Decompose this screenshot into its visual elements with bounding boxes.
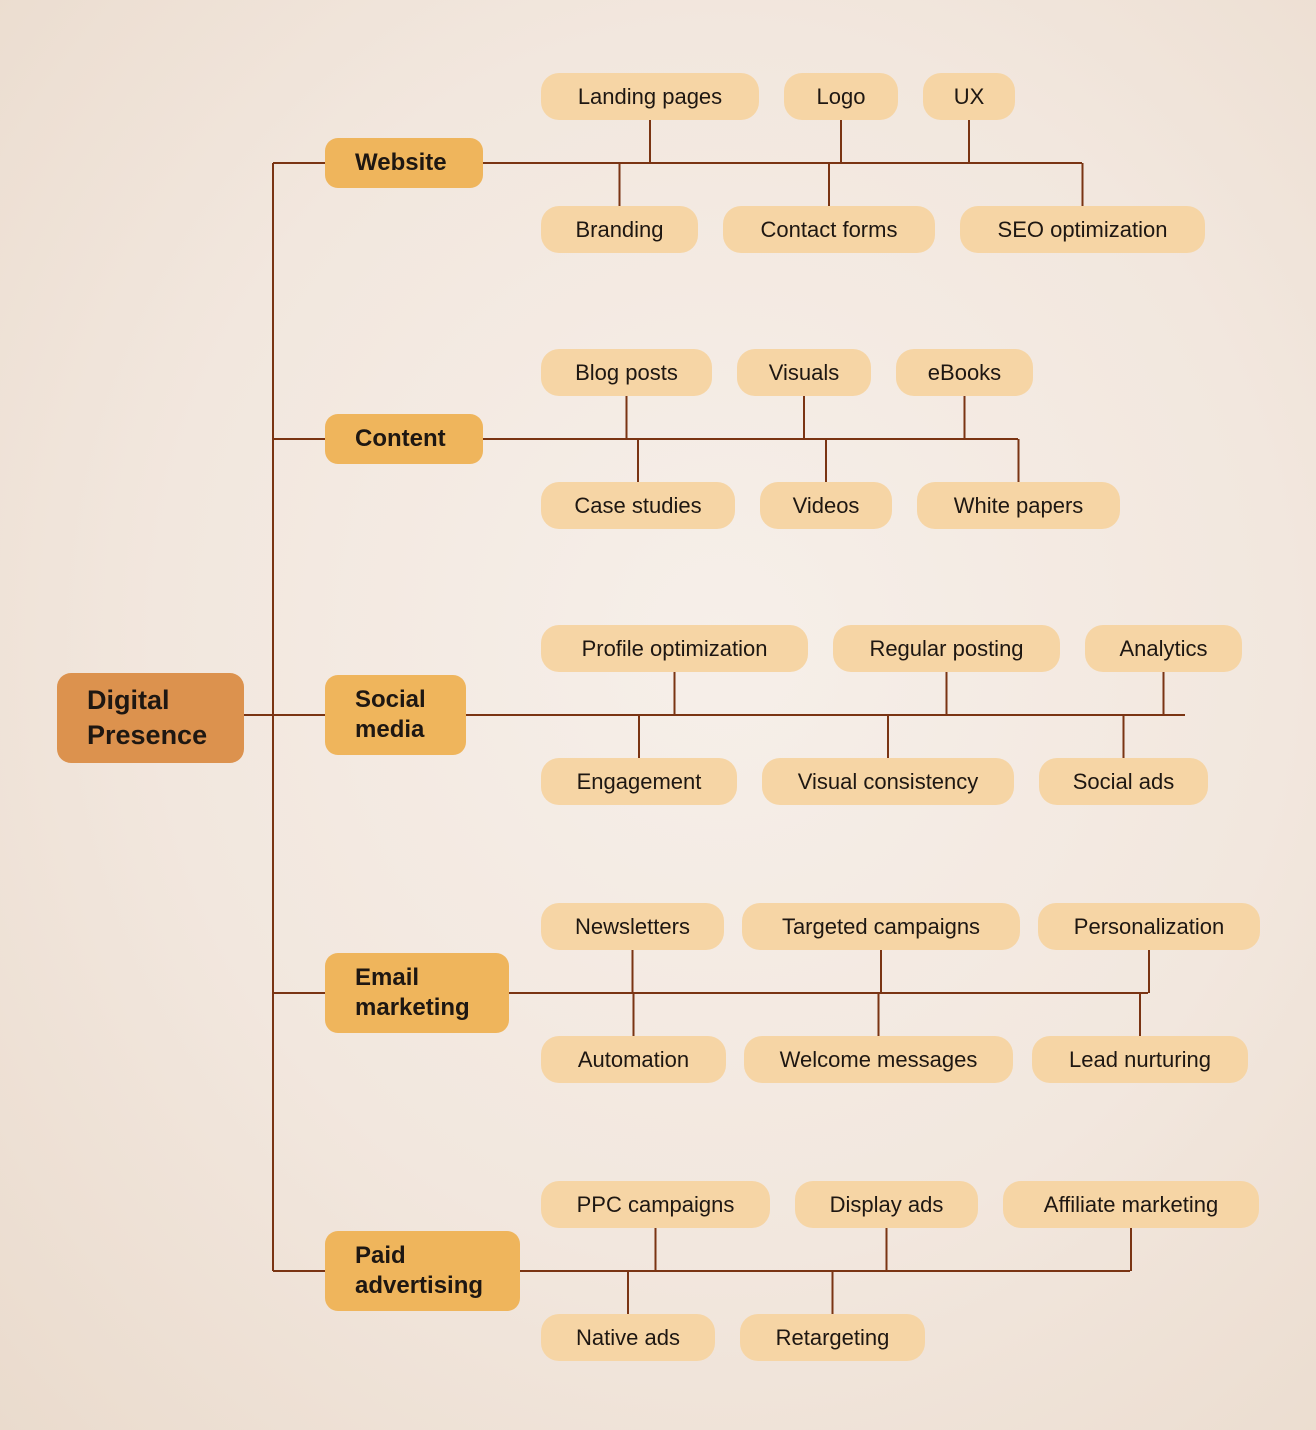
category-node-social-media: Social media <box>325 675 466 755</box>
category-node-email-marketing: Email marketing <box>325 953 509 1033</box>
leaf-node-newsletters: Newsletters <box>541 903 724 950</box>
leaf-node-contact-forms: Contact forms <box>723 206 935 253</box>
leaf-node-display-ads: Display ads <box>795 1181 978 1228</box>
leaf-node-lead-nurturing: Lead nurturing <box>1032 1036 1248 1083</box>
leaf-node-ux: UX <box>923 73 1015 120</box>
leaf-node-branding: Branding <box>541 206 698 253</box>
category-node-content: Content <box>325 414 483 464</box>
leaf-node-blog-posts: Blog posts <box>541 349 712 396</box>
category-label-line2: marketing <box>355 994 470 1021</box>
leaf-node-visual-consistency: Visual consistency <box>762 758 1014 805</box>
leaf-node-native-ads: Native ads <box>541 1314 715 1361</box>
leaf-node-analytics: Analytics <box>1085 625 1242 672</box>
category-label-line2: advertising <box>355 1272 484 1299</box>
leaf-node-ppc-campaigns: PPC campaigns <box>541 1181 770 1228</box>
leaf-node-landing-pages: Landing pages <box>541 73 759 120</box>
category-node-website: Website <box>325 138 483 188</box>
leaf-node-targeted-campaigns: Targeted campaigns <box>742 903 1020 950</box>
leaf-node-case-studies: Case studies <box>541 482 735 529</box>
leaf-node-videos: Videos <box>760 482 892 529</box>
category-label-line1: Content <box>355 425 446 452</box>
leaf-node-logo: Logo <box>784 73 898 120</box>
root-label-line1: Digital <box>87 685 170 715</box>
leaf-node-social-ads: Social ads <box>1039 758 1208 805</box>
leaf-node-ebooks: eBooks <box>896 349 1033 396</box>
leaf-node-retargeting: Retargeting <box>740 1314 925 1361</box>
leaf-node-personalization: Personalization <box>1038 903 1260 950</box>
leaf-node-visuals: Visuals <box>737 349 871 396</box>
category-node-paid-advertising: Paid advertising <box>325 1231 520 1311</box>
category-label-line1: Email <box>355 964 420 991</box>
leaf-node-engagement: Engagement <box>541 758 737 805</box>
leaf-node-seo-optimization: SEO optimization <box>960 206 1205 253</box>
root-node-digital-presence: Digital Presence <box>57 673 244 763</box>
leaf-node-profile-optimization: Profile optimization <box>541 625 808 672</box>
leaf-node-white-papers: White papers <box>917 482 1120 529</box>
category-label-line2: media <box>355 716 425 743</box>
category-label-line1: Website <box>355 149 447 176</box>
leaf-node-automation: Automation <box>541 1036 726 1083</box>
root-label-line2: Presence <box>87 720 208 750</box>
category-label-line1: Social <box>355 686 426 713</box>
category-label-line1: Paid <box>355 1242 406 1269</box>
leaf-node-regular-posting: Regular posting <box>833 625 1060 672</box>
leaf-node-affiliate-marketing: Affiliate marketing <box>1003 1181 1259 1228</box>
leaf-node-welcome-messages: Welcome messages <box>744 1036 1013 1083</box>
